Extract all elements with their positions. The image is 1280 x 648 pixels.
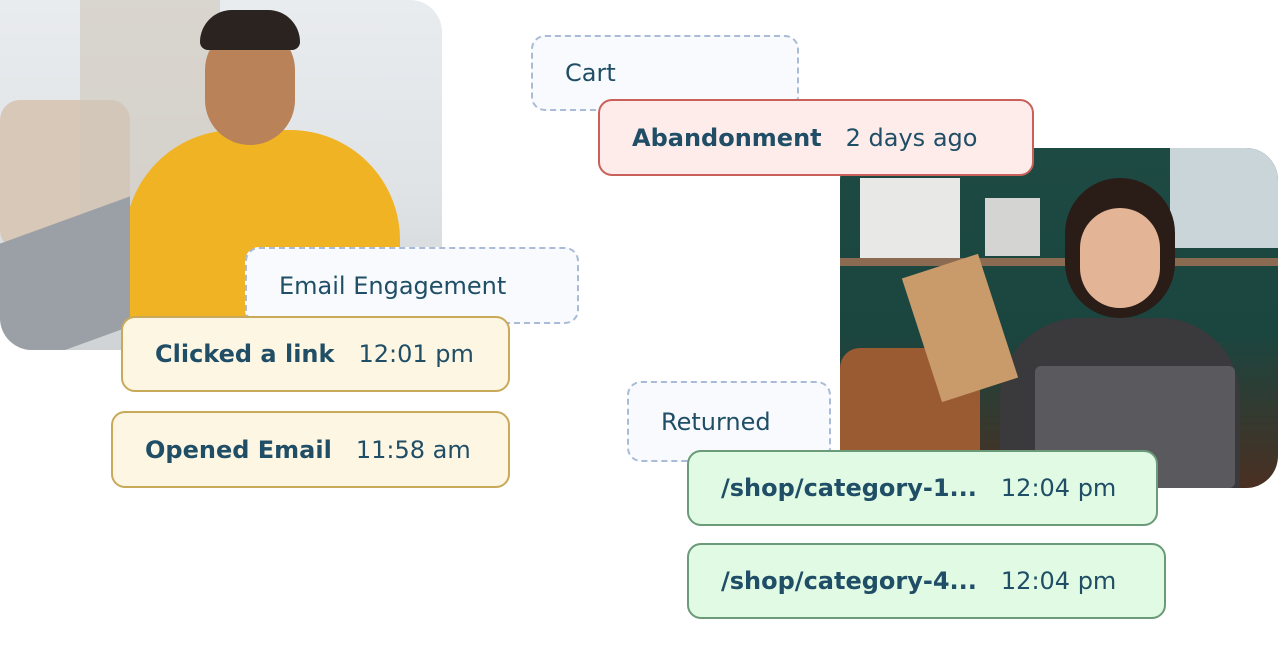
- event-opened-email[interactable]: Opened Email 11:58 am: [111, 411, 510, 488]
- category-text: Returned: [661, 407, 771, 436]
- event-abandonment[interactable]: Abandonment 2 days ago: [598, 99, 1034, 176]
- woman-with-package-photo: [840, 148, 1278, 488]
- event-label: Abandonment: [632, 123, 822, 152]
- event-label: Opened Email: [145, 435, 332, 464]
- category-text: Email Engagement: [279, 271, 507, 300]
- event-shop-category-4[interactable]: /shop/category-4... 12:04 pm: [687, 543, 1166, 619]
- category-label-email-engagement: Email Engagement: [245, 247, 579, 324]
- event-time: 12:04 pm: [1000, 474, 1117, 502]
- category-label-returned: Returned: [627, 381, 831, 462]
- event-label: /shop/category-1...: [721, 474, 977, 502]
- event-time: 2 days ago: [845, 123, 978, 152]
- man-with-headphones-photo: [0, 0, 442, 350]
- event-clicked-link[interactable]: Clicked a link 12:01 pm: [121, 316, 510, 392]
- event-time: 12:04 pm: [1000, 567, 1117, 595]
- event-time: 11:58 am: [355, 435, 471, 464]
- event-time: 12:01 pm: [358, 340, 474, 368]
- event-label: /shop/category-4...: [721, 567, 977, 595]
- event-label: Clicked a link: [155, 340, 335, 368]
- category-text: Cart: [565, 59, 616, 87]
- event-shop-category-1[interactable]: /shop/category-1... 12:04 pm: [687, 450, 1158, 526]
